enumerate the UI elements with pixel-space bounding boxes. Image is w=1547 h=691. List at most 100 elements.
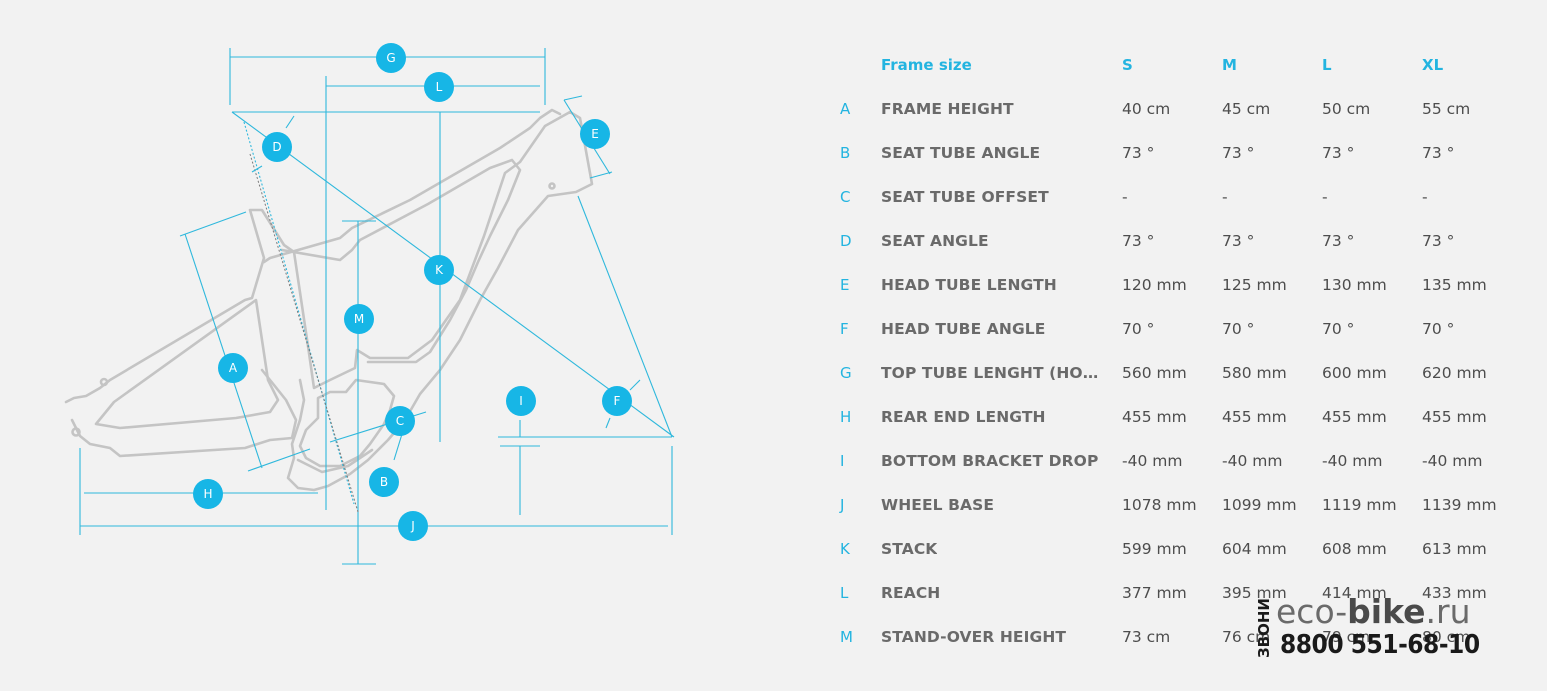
row-value: -40 mm (1322, 452, 1383, 470)
row-value: 455 mm (1222, 408, 1287, 426)
svg-text:A: A (229, 361, 238, 375)
row-label: REAR END LENGTH (881, 408, 1046, 426)
row-value: 599 mm (1122, 540, 1187, 558)
row-value: - (1422, 188, 1428, 206)
row-value: 135 mm (1422, 276, 1487, 294)
svg-text:M: M (354, 312, 364, 326)
row-letter: B (840, 144, 851, 162)
watermark-logo: eco-bike.ru (1276, 592, 1471, 631)
row-value: - (1122, 188, 1128, 206)
badge-j: J (398, 511, 428, 541)
row-value: - (1322, 188, 1328, 206)
row-letter: J (840, 496, 845, 514)
row-label: WHEEL BASE (881, 496, 995, 514)
row-value: 73 cm (1122, 628, 1171, 646)
row-label: REACH (881, 584, 941, 602)
row-value: 70 ° (1222, 320, 1255, 338)
row-label: BOTTOM BRACKET DROP (881, 452, 1099, 470)
row-letter: A (840, 100, 851, 118)
badge-g: G (376, 43, 406, 73)
header-frame-size: Frame size (881, 56, 972, 74)
row-value: 50 cm (1322, 100, 1371, 118)
row-value: 70 ° (1122, 320, 1155, 338)
row-letter: D (840, 232, 852, 250)
row-label: STACK (881, 540, 938, 558)
row-letter: M (840, 628, 853, 646)
row-value: 73 ° (1422, 144, 1455, 162)
svg-text:B: B (380, 475, 388, 489)
header-size-xl: XL (1422, 56, 1444, 74)
row-value: 1119 mm (1322, 496, 1397, 514)
bike-frame-outline (64, 108, 594, 492)
row-letter: K (840, 540, 850, 558)
row-value: 1099 mm (1222, 496, 1297, 514)
row-value: -40 mm (1422, 452, 1483, 470)
badge-l: L (424, 72, 454, 102)
row-value: 125 mm (1222, 276, 1287, 294)
watermark-side-text: ЗВОНИ (1255, 598, 1273, 658)
row-label: HEAD TUBE LENGTH (881, 276, 1057, 294)
row-label: SEAT TUBE OFFSET (881, 188, 1049, 206)
badge-i: I (506, 386, 536, 416)
dimension-badges: G L D E K M A C I F B H J (193, 43, 632, 541)
header-size-s: S (1122, 56, 1133, 74)
row-value: 73 ° (1122, 232, 1155, 250)
svg-text:E: E (591, 127, 599, 141)
row-value: 377 mm (1122, 584, 1187, 602)
row-value: 73 ° (1322, 144, 1355, 162)
badge-a: A (218, 353, 248, 383)
row-value: 600 mm (1322, 364, 1387, 382)
row-value: 73 ° (1422, 232, 1455, 250)
row-value: -40 mm (1122, 452, 1183, 470)
row-value: 560 mm (1122, 364, 1187, 382)
row-value: 604 mm (1222, 540, 1287, 558)
row-label: SEAT TUBE ANGLE (881, 144, 1041, 162)
header-size-m: M (1222, 56, 1237, 74)
row-letter: I (840, 452, 845, 470)
badge-h: H (193, 479, 223, 509)
row-value: 40 cm (1122, 100, 1171, 118)
svg-text:D: D (272, 140, 281, 154)
row-value: 73 ° (1322, 232, 1355, 250)
svg-text:L: L (436, 80, 443, 94)
badge-f: F (602, 386, 632, 416)
row-value: 1078 mm (1122, 496, 1197, 514)
row-letter: H (840, 408, 852, 426)
row-value: 455 mm (1422, 408, 1487, 426)
svg-text:J: J (410, 519, 415, 533)
svg-text:I: I (519, 394, 523, 408)
row-letter: F (840, 320, 849, 338)
row-value: 120 mm (1122, 276, 1187, 294)
badge-e: E (580, 119, 610, 149)
row-letter: L (840, 584, 849, 602)
row-value: 608 mm (1322, 540, 1387, 558)
row-value: 580 mm (1222, 364, 1287, 382)
svg-text:G: G (386, 51, 395, 65)
row-letter: E (840, 276, 850, 294)
badge-m: M (344, 304, 374, 334)
svg-text:K: K (435, 263, 444, 277)
row-value: -40 mm (1222, 452, 1283, 470)
row-value: 45 cm (1222, 100, 1271, 118)
badge-c: C (385, 406, 415, 436)
header-size-l: L (1322, 56, 1332, 74)
svg-text:H: H (203, 487, 212, 501)
row-value: 613 mm (1422, 540, 1487, 558)
row-label: TOP TUBE LENGHT (HORIZ... (881, 364, 1103, 382)
row-value: 73 ° (1222, 144, 1255, 162)
badge-b: B (369, 467, 399, 497)
row-value: 1139 mm (1422, 496, 1497, 514)
row-value: 55 cm (1422, 100, 1471, 118)
badge-d: D (262, 132, 292, 162)
row-letter: C (840, 188, 851, 206)
badge-k: K (424, 255, 454, 285)
row-value: 70 ° (1322, 320, 1355, 338)
eco-bike-watermark: ЗВОНИ eco-bike.ru 8800 551-68-10 (1252, 595, 1488, 665)
row-value: 73 ° (1122, 144, 1155, 162)
row-value: 73 ° (1222, 232, 1255, 250)
row-label: HEAD TUBE ANGLE (881, 320, 1046, 338)
svg-text:C: C (396, 414, 404, 428)
row-value: 70 ° (1422, 320, 1455, 338)
row-value: 455 mm (1122, 408, 1187, 426)
svg-text:F: F (614, 394, 621, 408)
